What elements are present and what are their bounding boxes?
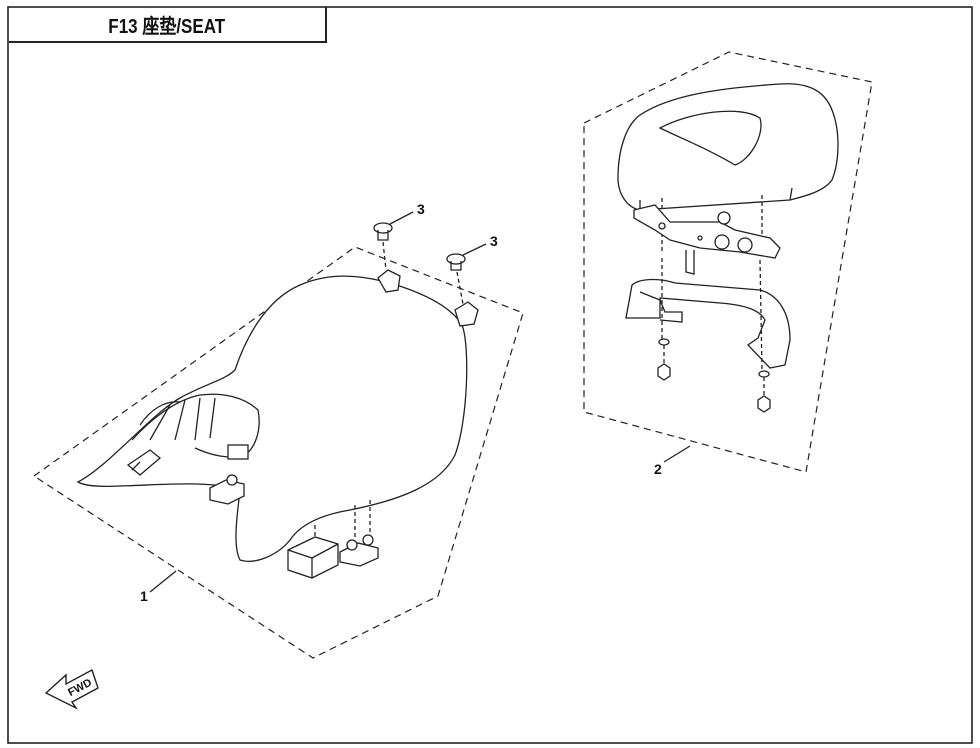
screw-3a [373,222,393,271]
callout-2: 2 [654,461,662,477]
rider-seat-strap [139,397,216,441]
callout-2-leader [663,445,691,463]
rider-seat-bumper-left [227,444,249,460]
nut-left [657,363,671,381]
callout-3b-leader [462,243,487,256]
rider-seat-bracket-right [339,542,379,567]
callout-1: 1 [140,588,148,604]
hook-inner [639,291,683,323]
bracket-tab [685,250,695,275]
rider-seat-bolt-right [346,539,358,551]
passenger-seat-group [583,51,873,473]
nut-right [757,395,771,413]
rider-seat-bracket-left [209,479,245,505]
rider-seat-tab-left [377,269,401,293]
passenger-seat-cushion [617,83,839,211]
rider-seat-tab-right [454,301,479,327]
passenger-seat-hook [625,278,791,369]
title-box: F13 座垫/SEAT [9,7,327,43]
screw-3b [446,253,466,305]
bracket-hole-4 [658,222,666,230]
callout-3b: 3 [490,233,498,249]
rider-seat-latch [126,449,162,476]
passenger-seat-dashed-outline [583,51,873,473]
bracket-hole-3 [697,235,703,241]
washer-right [758,370,770,378]
callout-3a-leader [389,211,414,225]
callout-3a: 3 [417,201,425,217]
page-title: F13 座垫/SEAT [108,15,226,38]
fwd-arrow: FWD [44,668,99,710]
diagram-border [7,6,973,744]
bracket-hole-1 [714,234,730,250]
rider-seat-bolt-left [226,474,238,486]
bracket-hole-2 [737,237,753,253]
passenger-lead-lower-right [759,259,763,371]
passenger-seat-bracket-plate [633,204,781,259]
rider-seat-body [76,275,468,562]
rider-seat-group [32,211,524,659]
rider-seat-pad-block [287,536,339,579]
passenger-seat-contour [658,110,762,166]
rider-seat-bolt-right-2 [362,534,374,546]
bracket-nut-top [717,211,731,225]
callout-1-leader [149,570,177,593]
washer-left [658,338,670,346]
